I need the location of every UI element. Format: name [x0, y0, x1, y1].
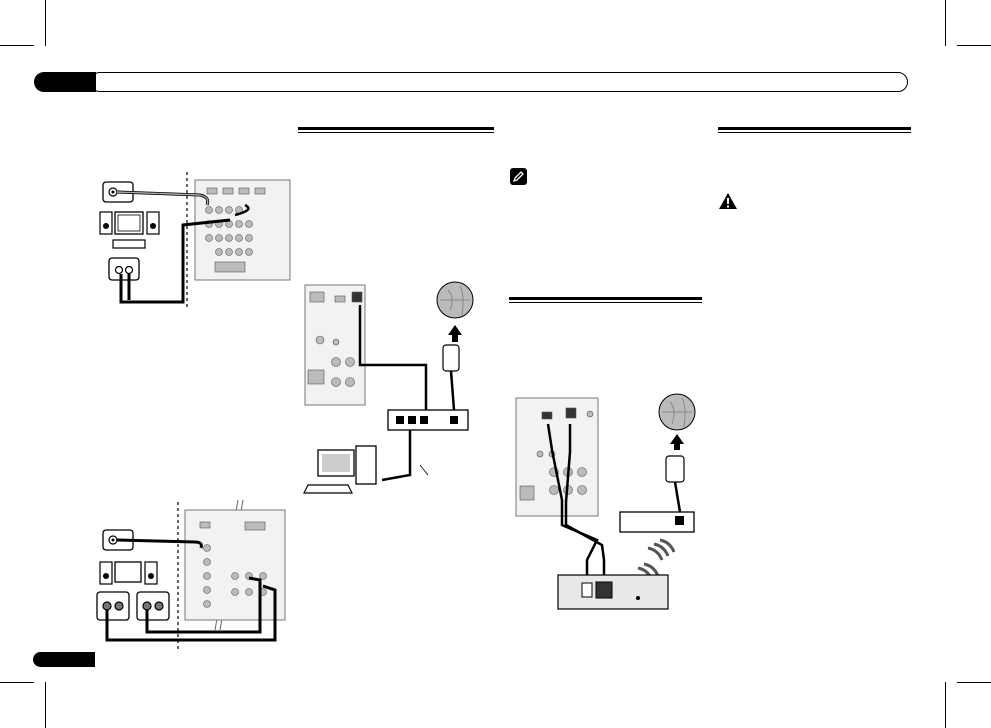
subwoofer-connection-diagram-2	[96, 499, 286, 652]
note-pencil-icon	[510, 168, 527, 185]
crop-mark	[45, 0, 46, 46]
chapter-tab	[34, 72, 96, 92]
section-rule-wireless-thin	[509, 302, 702, 303]
crop-mark	[0, 45, 34, 46]
crop-mark	[957, 682, 991, 683]
subwoofer-connection-diagram	[99, 172, 291, 310]
crop-mark	[945, 0, 946, 46]
section-rule-network	[298, 127, 494, 130]
chapter-header-bar	[90, 72, 908, 92]
wireless-lan-connection-diagram	[515, 393, 696, 610]
crop-mark	[945, 682, 946, 728]
crop-mark	[0, 682, 34, 683]
section-rule-caution	[718, 127, 911, 130]
crop-mark	[957, 45, 991, 46]
section-rule-caution-thin	[718, 132, 911, 133]
page-number-tab	[33, 652, 95, 667]
crop-mark	[45, 682, 46, 728]
section-rule-network-thin	[298, 132, 494, 133]
section-rule-wireless	[509, 297, 702, 300]
lan-connection-diagram	[303, 281, 474, 494]
warning-triangle-icon	[719, 193, 737, 209]
